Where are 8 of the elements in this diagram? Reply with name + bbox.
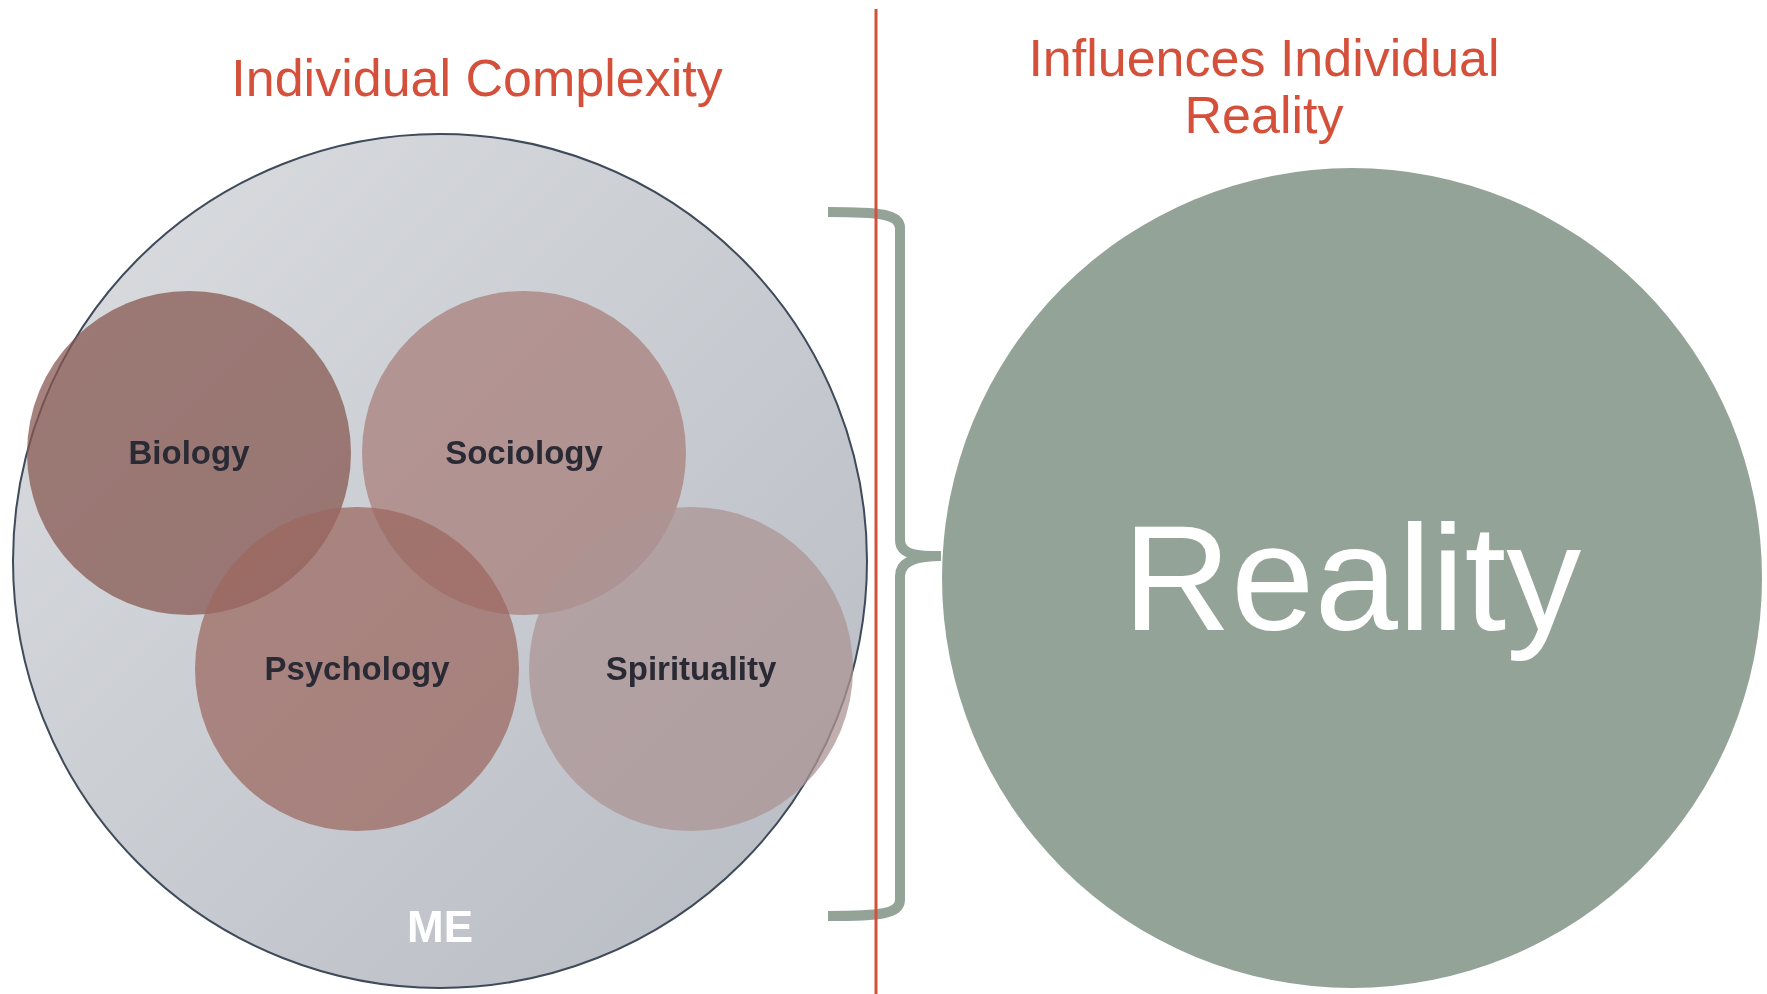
- heading: Individual Complexity: [230, 50, 724, 108]
- circle-label: Biology: [128, 434, 250, 472]
- circle-label: Psychology: [264, 650, 450, 688]
- circle-label: Reality: [1122, 492, 1582, 664]
- circle-label: Spirituality: [605, 650, 777, 688]
- heading: Influences Individual Reality: [1027, 30, 1501, 145]
- circle-label: ME: [407, 902, 473, 953]
- circle-label: Sociology: [445, 434, 603, 472]
